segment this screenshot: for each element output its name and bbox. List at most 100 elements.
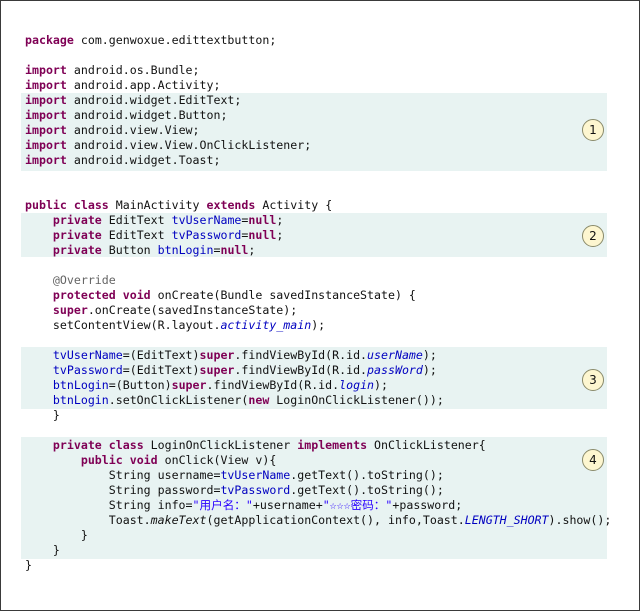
- callout-badge-1: 1: [582, 119, 604, 141]
- code-token: tvUserName: [220, 468, 291, 482]
- code-line: private Button btnLogin=null;: [25, 243, 255, 258]
- code-token: void: [129, 453, 158, 467]
- code-token: android.widget.Button;: [66, 108, 228, 122]
- code-line: private EditText tvUserName=null;: [25, 213, 283, 228]
- code-token: null: [248, 228, 277, 242]
- code-line: import android.os.Bundle;: [25, 63, 200, 78]
- code-token: String info=: [25, 498, 193, 512]
- code-line: private EditText tvPassword=null;: [25, 228, 283, 243]
- code-token: super: [199, 348, 235, 362]
- code-token: tvUserName: [171, 213, 242, 227]
- code-token: );: [374, 378, 388, 392]
- code-line: import android.widget.Toast;: [25, 153, 220, 168]
- code-token: setContentView(R.layout.: [25, 318, 221, 332]
- code-token: Toast.: [25, 513, 151, 527]
- code-token: ;: [276, 213, 284, 227]
- code-token: .setOnClickListener(: [108, 393, 249, 407]
- code-token: import: [25, 138, 67, 152]
- code-token: }: [25, 543, 60, 557]
- code-token: OnClickListener{: [367, 438, 486, 452]
- code-line: import android.widget.EditText;: [25, 93, 241, 108]
- code-token: onCreate(Bundle savedInstanceState) {: [150, 288, 416, 302]
- code-token: [102, 438, 109, 452]
- code-token: btnLogin: [157, 243, 214, 257]
- code-token: .getText().toString();: [290, 468, 444, 482]
- code-token: .findViewById(R.id.: [234, 363, 368, 377]
- code-token: btnLogin: [52, 393, 109, 407]
- code-token: tvUserName: [52, 348, 123, 362]
- code-token: [25, 378, 53, 392]
- code-token: [25, 348, 53, 362]
- code-token: =(Button): [108, 378, 172, 392]
- code-token: class: [108, 438, 144, 452]
- code-token: [25, 273, 53, 287]
- code-token: }: [25, 528, 88, 542]
- code-token: import: [25, 78, 67, 92]
- code-token: public: [25, 198, 67, 212]
- code-line: @Override: [25, 273, 116, 288]
- code-token: ;: [276, 228, 284, 242]
- code-token: android.widget.EditText;: [66, 93, 242, 107]
- code-token: LENGTH_SHORT: [464, 513, 549, 527]
- code-token: btnLogin: [52, 378, 109, 392]
- code-token: import: [25, 123, 67, 137]
- code-token: [67, 198, 74, 212]
- code-token: package: [25, 33, 74, 47]
- code-token: tvPassword: [220, 483, 291, 497]
- code-token: new: [248, 393, 270, 407]
- code-token: LoginOnClickListener());: [269, 393, 444, 407]
- code-token: "用户名：": [192, 498, 253, 512]
- code-token: );: [422, 348, 437, 362]
- code-line: String password=tvPassword.getText().toS…: [25, 483, 444, 498]
- code-token: passWord: [367, 363, 423, 377]
- code-token: private: [52, 243, 102, 257]
- code-line: tvUserName=(EditText)super.findViewById(…: [25, 348, 437, 363]
- code-token: tvPassword: [171, 228, 242, 242]
- highlight-block-findviews: [21, 347, 607, 409]
- highlight-block-fields: [21, 213, 607, 257]
- code-token: super: [171, 378, 207, 392]
- code-token: void: [122, 288, 151, 302]
- code-token: "☆☆☆密码：": [322, 498, 393, 512]
- code-token: .getText().toString();: [290, 483, 444, 497]
- code-token: LoginOnClickListener: [143, 438, 298, 452]
- code-token: ;: [248, 243, 256, 257]
- code-token: android.os.Bundle;: [66, 63, 200, 77]
- highlight-block-listener: [21, 437, 607, 559]
- code-line: import android.widget.Button;: [25, 108, 227, 123]
- code-token: private: [52, 228, 102, 242]
- code-token: =: [241, 228, 249, 242]
- code-token: .onCreate(savedInstanceState);: [87, 303, 298, 317]
- code-token: [25, 393, 53, 407]
- code-line: setContentView(R.layout.activity_main);: [25, 318, 325, 333]
- code-token: protected: [52, 288, 116, 302]
- code-line: super.onCreate(savedInstanceState);: [25, 303, 297, 318]
- code-token: private: [52, 213, 102, 227]
- code-line: import android.view.View;: [25, 123, 200, 138]
- code-token: android.app.Activity;: [66, 78, 221, 92]
- code-line: }: [25, 543, 60, 558]
- code-token: [25, 243, 53, 257]
- code-token: android.widget.Toast;: [66, 153, 221, 167]
- code-token: =(EditText): [122, 348, 200, 362]
- code-line: btnLogin.setOnClickListener(new LoginOnC…: [25, 393, 444, 408]
- code-token: super: [52, 303, 88, 317]
- code-token: [25, 438, 53, 452]
- code-token: );: [422, 363, 437, 377]
- code-token: android.view.View;: [66, 123, 200, 137]
- code-token: }: [25, 408, 60, 422]
- code-token: =(EditText): [122, 363, 200, 377]
- code-token: makeText: [150, 513, 207, 527]
- code-token: tvPassword: [52, 363, 123, 377]
- code-token: null: [220, 243, 249, 257]
- code-token: =: [213, 243, 221, 257]
- callout-badge-2: 2: [582, 225, 604, 247]
- code-token: [25, 363, 53, 377]
- code-token: import: [25, 108, 67, 122]
- code-token: [25, 303, 53, 317]
- code-token: import: [25, 93, 67, 107]
- code-token: super: [199, 363, 235, 377]
- code-token: null: [248, 213, 277, 227]
- code-token: Activity {: [255, 198, 333, 212]
- code-token: private: [52, 438, 102, 452]
